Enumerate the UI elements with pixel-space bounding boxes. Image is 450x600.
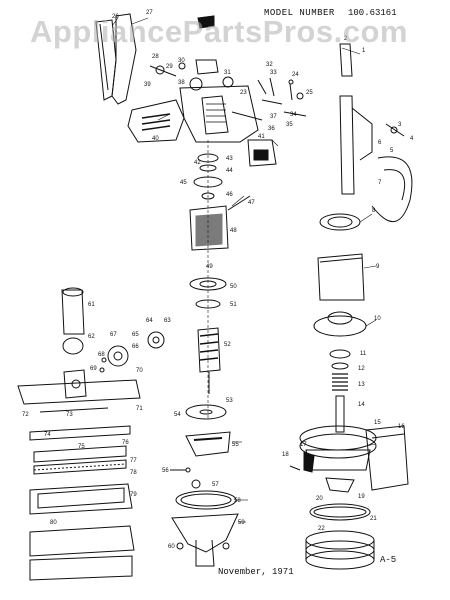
label-32: 32	[266, 62, 273, 68]
model-number-value: 100.63161	[348, 8, 397, 18]
label-77: 77	[130, 458, 137, 464]
label-16: 16	[398, 424, 405, 430]
label-33: 33	[270, 70, 277, 76]
motor-hood	[127, 85, 277, 167]
label-46: 46	[226, 192, 233, 198]
label-53: 53	[226, 398, 233, 404]
handle-tube-and-dust-cup	[289, 43, 413, 570]
label-59: 59	[238, 520, 245, 526]
label-19: 19	[358, 494, 365, 500]
label-24: 24	[292, 72, 299, 78]
label-43: 43	[226, 156, 233, 162]
motor-stack	[189, 140, 251, 420]
label-2: 2	[344, 36, 348, 42]
label-72: 72	[22, 412, 29, 418]
label-21: 21	[370, 516, 377, 522]
label-70: 70	[136, 368, 143, 374]
label-18: 18	[282, 452, 289, 458]
label-62: 62	[88, 334, 95, 340]
label-5: 5	[390, 148, 394, 154]
label-64: 64	[146, 318, 153, 324]
label-79: 79	[130, 492, 137, 498]
label-35: 35	[286, 122, 293, 128]
label-25: 25	[306, 90, 313, 96]
label-50: 50	[230, 284, 237, 290]
label-74: 74	[44, 432, 51, 438]
label-56: 56	[162, 468, 169, 474]
label-30: 30	[178, 58, 185, 64]
label-7: 7	[378, 180, 382, 186]
label-41: 41	[258, 134, 265, 140]
label-29: 29	[166, 64, 173, 70]
label-58: 58	[234, 498, 241, 504]
label-28: 28	[152, 54, 159, 60]
label-40: 40	[152, 136, 159, 142]
label-42: 42	[194, 160, 201, 166]
label-10: 10	[374, 316, 381, 322]
leader-lines	[111, 17, 377, 523]
label-11: 11	[360, 351, 367, 357]
label-45: 45	[180, 180, 187, 186]
label-20: 20	[316, 496, 323, 502]
label-44: 44	[226, 168, 233, 174]
label-15: 15	[374, 420, 381, 426]
label-13: 13	[358, 382, 365, 388]
label-37: 37	[270, 114, 277, 120]
label-48: 48	[230, 228, 237, 234]
label-3: 3	[398, 122, 402, 128]
label-31: 31	[224, 70, 231, 76]
label-75: 75	[78, 444, 85, 450]
label-78: 78	[130, 470, 137, 476]
label-80: 80	[50, 520, 57, 526]
label-68: 68	[98, 352, 105, 358]
label-73: 73	[66, 412, 73, 418]
label-55: 55	[232, 442, 239, 448]
label-54: 54	[174, 412, 181, 418]
label-9: 9	[376, 264, 380, 270]
label-34: 34	[290, 112, 297, 118]
model-number-label: MODEL NUMBER	[264, 8, 335, 18]
label-27: 27	[146, 10, 153, 16]
label-12: 12	[358, 366, 365, 372]
label-49: 49	[206, 264, 213, 270]
nozzle-and-agitator-assembly	[17, 287, 165, 581]
label-65: 65	[132, 332, 139, 338]
label-60: 60	[168, 544, 175, 550]
label-61: 61	[88, 302, 95, 308]
label-14: 14	[358, 402, 365, 408]
label-47: 47	[248, 200, 255, 206]
handle-grip-parts	[95, 13, 137, 105]
label-52: 52	[224, 342, 231, 348]
label-76: 76	[122, 440, 129, 446]
label-26: 26	[112, 14, 119, 20]
label-22: 22	[318, 526, 325, 532]
label-51: 51	[230, 302, 237, 308]
fan-and-nozzle-parts	[170, 404, 239, 567]
watermark-text: AppliancePartsPros.com	[30, 14, 408, 49]
label-63: 63	[164, 318, 171, 324]
page-code: A-5	[380, 555, 397, 565]
label-67: 67	[110, 332, 117, 338]
revision-date: November, 1971	[218, 567, 294, 577]
label-69: 69	[90, 366, 97, 372]
label-6: 6	[378, 140, 382, 146]
label-36: 36	[268, 126, 275, 132]
label-4: 4	[410, 136, 414, 142]
label-23: 23	[240, 90, 247, 96]
label-39: 39	[144, 82, 151, 88]
label-71: 71	[136, 406, 143, 412]
label-8: 8	[372, 208, 376, 214]
label-38: 38	[178, 80, 185, 86]
label-66: 66	[132, 344, 139, 350]
label-17: 17	[300, 442, 307, 448]
part-number-labels: 1 2 3 4 5 6 7 8 9 10 11 12 13 14 15 16 1…	[22, 10, 414, 550]
label-1: 1	[362, 48, 366, 54]
top-small-parts	[149, 15, 234, 91]
label-57: 57	[212, 482, 219, 488]
right-top-small-parts	[231, 77, 307, 121]
